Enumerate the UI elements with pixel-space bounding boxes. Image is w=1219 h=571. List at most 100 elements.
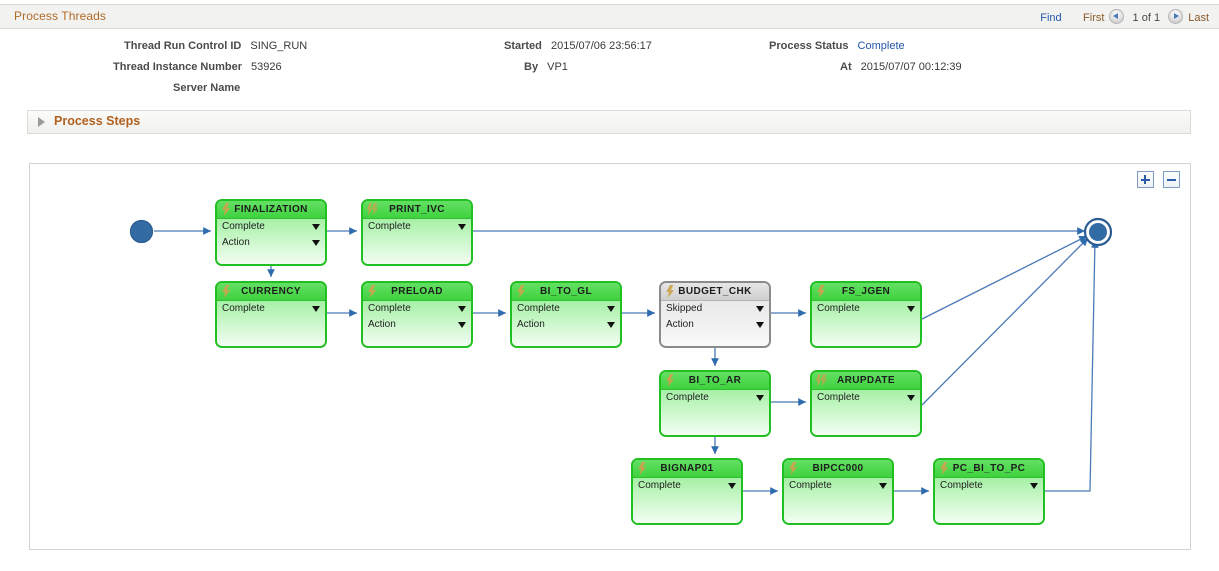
node-row-label: Skipped [666, 303, 703, 314]
single-bolt-icon [638, 462, 647, 475]
chevron-down-icon[interactable] [312, 240, 320, 246]
node-header-bignap01: BIGNAP01 [633, 460, 741, 478]
chevron-down-icon[interactable] [907, 306, 915, 312]
node-header-arupdate: ARUPDATE [812, 372, 920, 390]
chevron-down-icon[interactable] [728, 483, 736, 489]
node-spacer [512, 333, 620, 346]
last-link[interactable]: Last [1188, 12, 1209, 24]
node-row-status[interactable]: Complete [812, 301, 920, 317]
node-row-status[interactable]: Complete [512, 301, 620, 317]
process-step-node-pc_bi_to_pc[interactable]: PC_BI_TO_PC Complete [933, 458, 1045, 525]
find-link[interactable]: Find [1040, 12, 1062, 24]
node-row-status[interactable]: Complete [363, 301, 471, 317]
node-row-status[interactable]: Complete [812, 390, 920, 406]
thread-run-control-id-value: SING_RUN [250, 40, 308, 52]
chevron-down-icon[interactable] [607, 306, 615, 312]
next-arrow-icon[interactable] [1168, 9, 1184, 24]
chevron-down-icon[interactable] [607, 322, 615, 328]
node-header-print_ivc: PRINT_IVC [363, 201, 471, 219]
chevron-down-icon[interactable] [458, 322, 466, 328]
node-row-status[interactable]: Complete [217, 301, 325, 317]
node-row-label: Complete [940, 480, 983, 491]
node-row-action[interactable]: Action [363, 317, 471, 333]
page-title: Process Threads [14, 9, 106, 23]
node-title: PC_BI_TO_PC [952, 463, 1026, 474]
node-body-arupdate: Complete [812, 390, 920, 435]
node-row-status[interactable]: Complete [633, 478, 741, 494]
chevron-down-icon[interactable] [879, 483, 887, 489]
node-spacer [784, 494, 892, 523]
node-body-bi_to_ar: Complete [661, 390, 769, 435]
start-terminator [129, 219, 154, 244]
page-titlebar: Process Threads Find First 1 of 1 Last [0, 4, 1219, 29]
field-thread-run-control-id: Thread Run Control ID SING_RUN [124, 40, 307, 52]
node-row-status[interactable]: Complete [935, 478, 1043, 494]
chevron-down-icon[interactable] [458, 224, 466, 230]
diagram-connectors [154, 227, 1099, 495]
process-steps-section-header[interactable]: Process Steps [27, 110, 1191, 134]
node-title: ARUPDATE [836, 375, 895, 386]
node-header-bipcc000: BIPCC000 [784, 460, 892, 478]
plus-icon[interactable] [1136, 171, 1154, 188]
chevron-down-icon[interactable] [756, 306, 764, 312]
single-bolt-icon [222, 285, 231, 298]
chevron-down-icon[interactable] [756, 395, 764, 401]
node-spacer [217, 251, 325, 264]
node-title: BI_TO_GL [540, 286, 592, 297]
node-header-fs_jgen: FS_JGEN [812, 283, 920, 301]
node-row-action[interactable]: Action [661, 317, 769, 333]
multi-bolt-icon [816, 374, 827, 387]
chevron-down-icon[interactable] [312, 306, 320, 312]
node-body-fs_jgen: Complete [812, 301, 920, 346]
node-header-bi_to_gl: BI_TO_GL [512, 283, 620, 301]
node-row-status[interactable]: Complete [363, 219, 471, 235]
node-title: CURRENCY [241, 286, 301, 297]
node-spacer [661, 333, 769, 346]
node-row-label: Action [222, 237, 250, 248]
node-title: FINALIZATION [234, 204, 308, 215]
process-step-node-arupdate[interactable]: ARUPDATE Complete [810, 370, 922, 437]
node-header-bi_to_ar: BI_TO_AR [661, 372, 769, 390]
thread-instance-number-value: 53926 [251, 61, 282, 73]
single-bolt-icon [666, 374, 675, 387]
prev-arrow-icon[interactable] [1109, 9, 1125, 24]
first-link[interactable]: First [1083, 12, 1105, 24]
node-row-label: Complete [638, 480, 681, 491]
by-label: By [524, 61, 539, 73]
record-navigation: Find First 1 of 1 Last [1040, 9, 1209, 24]
triangle-right-icon [38, 117, 45, 127]
thread-summary-fields: Thread Run Control ID SING_RUN Thread In… [0, 34, 1219, 108]
thread-run-control-id-label: Thread Run Control ID [124, 40, 242, 52]
node-row-status[interactable]: Complete [217, 219, 325, 235]
chevron-down-icon[interactable] [458, 306, 466, 312]
chevron-down-icon[interactable] [312, 224, 320, 230]
node-header-budget_chk: BUDGET_CHK [661, 283, 769, 301]
chevron-down-icon[interactable] [756, 322, 764, 328]
node-row-status[interactable]: Skipped [661, 301, 769, 317]
started-label: Started [504, 40, 542, 52]
chevron-down-icon[interactable] [1030, 483, 1038, 489]
node-row-action[interactable]: Action [512, 317, 620, 333]
minus-icon[interactable] [1163, 171, 1180, 188]
node-row-action[interactable]: Action [217, 235, 325, 251]
node-row-label: Complete [517, 303, 560, 314]
node-row-status[interactable]: Complete [784, 478, 892, 494]
process-step-node-currency[interactable]: CURRENCY Complete [215, 281, 327, 348]
node-row-status[interactable]: Complete [661, 390, 769, 406]
node-row-label: Action [368, 319, 396, 330]
node-row-label: Complete [789, 480, 832, 491]
chevron-down-icon[interactable] [907, 395, 915, 401]
node-row-label: Action [517, 319, 545, 330]
